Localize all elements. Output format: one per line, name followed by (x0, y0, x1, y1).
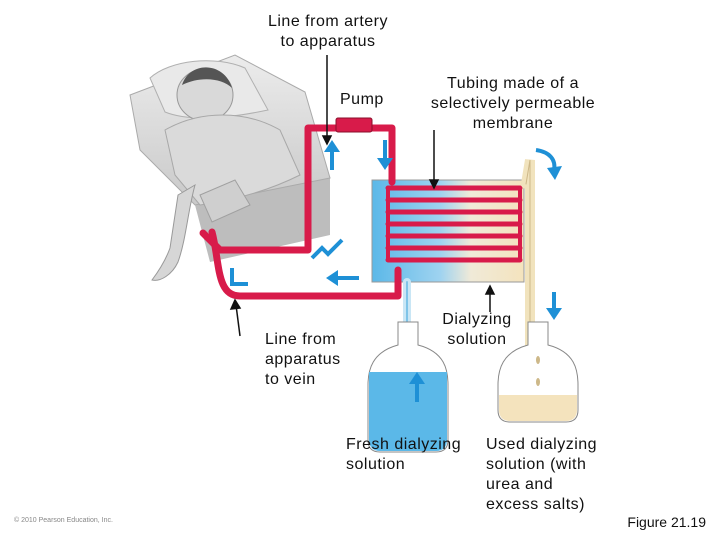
pump-icon (335, 117, 373, 133)
label-vein-line: Line from apparatus to vein (265, 331, 341, 388)
flow-arrow-icon (230, 140, 562, 402)
bottle-icon (367, 321, 449, 453)
label-fresh-dialyzing: Fresh dialyzing solution (346, 436, 462, 473)
blood-tubing (199, 124, 523, 300)
label-artery-line: Line from artery to apparatus (267, 13, 389, 50)
label-tubing: Tubing made of a selectively permeable m… (430, 75, 596, 132)
label-dialyzing-solution: Dialyzing solution (442, 311, 512, 348)
figure-number: Figure 21.19 (627, 514, 706, 530)
bottle-icon (497, 321, 579, 423)
copyright-credit: © 2010 Pearson Education, Inc. (14, 517, 113, 524)
patient-illustration (129, 54, 331, 281)
label-used-dialyzing: Used dialyzing solution (with urea and e… (486, 436, 598, 513)
label-pump: Pump (340, 91, 384, 108)
dialyzer-tank (371, 179, 525, 283)
leader-lines (229, 55, 496, 337)
